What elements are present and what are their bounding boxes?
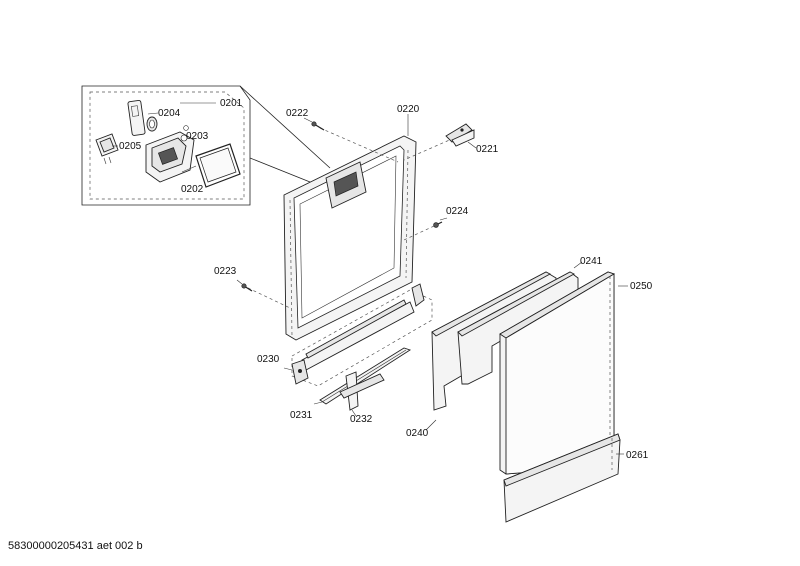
- part-0202-gasket: [195, 143, 241, 188]
- label-0203: 0203: [186, 131, 209, 142]
- document-id: 58300000205431 aet 002 b: [8, 540, 143, 552]
- label-0201: 0201: [220, 98, 243, 109]
- part-0221-latch: [445, 123, 477, 149]
- label-0224: 0224: [446, 206, 469, 217]
- label-0232: 0232: [350, 414, 373, 425]
- detail-inset-dispenser: [81, 85, 331, 206]
- part-0204-clip: [127, 100, 158, 136]
- label-0222: 0222: [286, 108, 309, 119]
- label-0230: 0230: [257, 354, 280, 365]
- label-0220: 0220: [397, 104, 420, 115]
- label-0202: 0202: [181, 184, 204, 195]
- part-0203-dispenser-body: [145, 125, 195, 183]
- label-0231: 0231: [290, 410, 313, 421]
- label-0204: 0204: [158, 108, 181, 119]
- part-0261-kick-plate: [503, 433, 624, 523]
- part-0220-inner-door: [247, 114, 455, 341]
- part-0231-rail: [313, 347, 412, 405]
- label-0250: 0250: [630, 281, 653, 292]
- label-0223: 0223: [214, 266, 237, 277]
- part-0230-trim-assembly: [283, 283, 433, 387]
- part-0223-screw: [236, 279, 253, 292]
- part-0232-bracket: [339, 371, 385, 417]
- part-0224-screw: [433, 217, 448, 228]
- label-0205: 0205: [119, 141, 142, 152]
- part-0205-module: [95, 133, 119, 165]
- label-0221: 0221: [476, 144, 499, 155]
- label-0240: 0240: [406, 428, 429, 439]
- label-0241: 0241: [580, 256, 603, 267]
- label-0261: 0261: [626, 450, 649, 461]
- part-0222-screw: [303, 117, 325, 131]
